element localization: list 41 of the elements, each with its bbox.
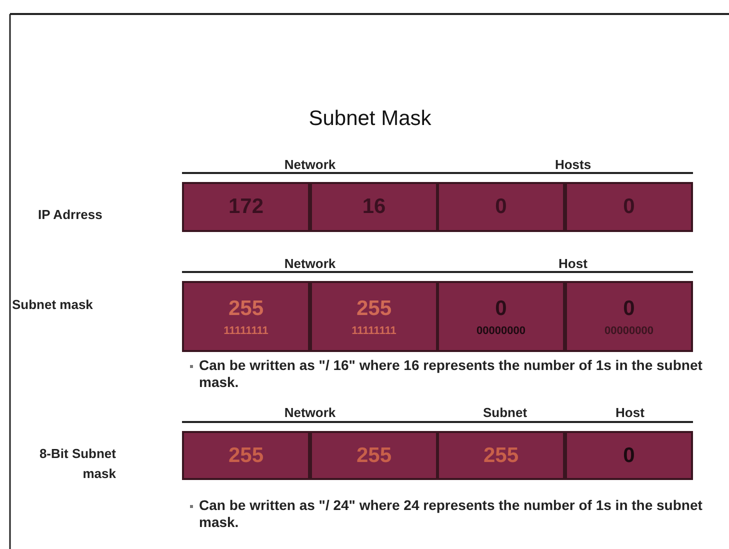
title: Subnet Mask (308, 107, 432, 131)
number-cell (437, 182, 565, 232)
octet-value: 255 (356, 444, 392, 468)
number-cell (182, 182, 310, 232)
binary-value: 11111111 (352, 324, 396, 336)
note-text: Can be written as "/ 24" where 24 represents the number of 1s in the subnet mask. (199, 497, 704, 531)
row-label: 8-Bit Subnet mask (38, 445, 116, 483)
row-label: Subnet mask (12, 297, 94, 312)
column-header: Network (283, 157, 337, 172)
number-cell (565, 281, 693, 352)
octet-value: 255 (228, 296, 264, 320)
column-header: Network (283, 256, 337, 271)
octet-value: 0 (623, 296, 635, 320)
binary-value: 00000000 (476, 324, 526, 336)
column-header: Host (614, 405, 646, 420)
number-cell (310, 281, 438, 352)
number-cell (310, 431, 438, 480)
row-label: IP Adrress (38, 207, 104, 222)
column-header: Hosts (554, 157, 592, 172)
octet-value: 0 (495, 296, 507, 320)
number-cell (310, 182, 438, 232)
number-cell (437, 281, 565, 352)
number-cell (182, 431, 310, 480)
octet-value: 0 (623, 195, 635, 219)
column-header: Network (283, 405, 337, 420)
octet-value: 255 (356, 296, 392, 320)
octet-value: 0 (495, 195, 507, 219)
note-text: Can be written as "/ 16" where 16 represents the number of 1s in the subnet mask. (199, 357, 704, 391)
octet-value: 16 (362, 195, 386, 219)
binary-value: 11111111 (224, 324, 268, 336)
number-cell (565, 431, 693, 480)
octet-value: 255 (483, 444, 519, 468)
octet-value: 172 (228, 195, 264, 219)
binary-value: 00000000 (604, 324, 654, 336)
octet-value: 255 (228, 444, 264, 468)
number-cell (565, 182, 693, 232)
column-header: Host (558, 256, 588, 271)
number-cell (437, 431, 565, 480)
octet-value: 0 (623, 444, 635, 468)
column-header: Subnet (482, 405, 528, 420)
number-cell (182, 281, 310, 352)
